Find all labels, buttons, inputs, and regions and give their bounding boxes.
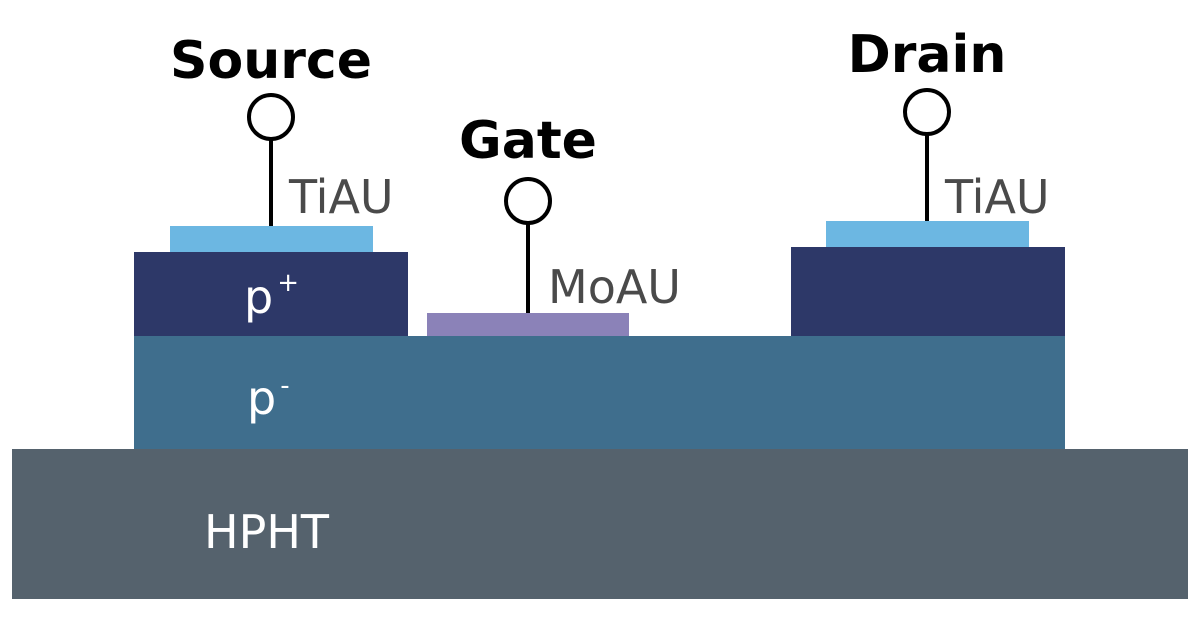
p-minus-label: p- bbox=[247, 371, 290, 425]
drain-label: Drain bbox=[848, 25, 1007, 85]
p-plus-label: p+ bbox=[244, 268, 299, 324]
p-minus-layer bbox=[134, 336, 1065, 449]
drain-p-plus-region bbox=[791, 247, 1065, 336]
source-terminal-circle bbox=[247, 93, 295, 141]
gate-contact-metal bbox=[427, 313, 629, 336]
hpht-substrate bbox=[12, 449, 1188, 599]
source-contact-metal bbox=[170, 226, 373, 252]
p-minus-sup: - bbox=[280, 371, 289, 401]
drain-contact-metal bbox=[826, 221, 1029, 247]
gate-metal-label: MoAU bbox=[548, 260, 681, 314]
hpht-label: HPHT bbox=[204, 505, 330, 559]
gate-label: Gate bbox=[459, 111, 597, 171]
source-p-plus-region bbox=[134, 252, 408, 336]
source-metal-label: TiAU bbox=[288, 170, 394, 224]
p-plus-base: p bbox=[244, 270, 273, 324]
gate-terminal-circle bbox=[504, 177, 552, 225]
drain-terminal-circle bbox=[903, 88, 951, 136]
source-label: Source bbox=[170, 31, 372, 91]
p-minus-base: p bbox=[247, 371, 276, 425]
drain-metal-label: TiAU bbox=[944, 170, 1050, 224]
p-plus-sup: + bbox=[277, 268, 299, 298]
